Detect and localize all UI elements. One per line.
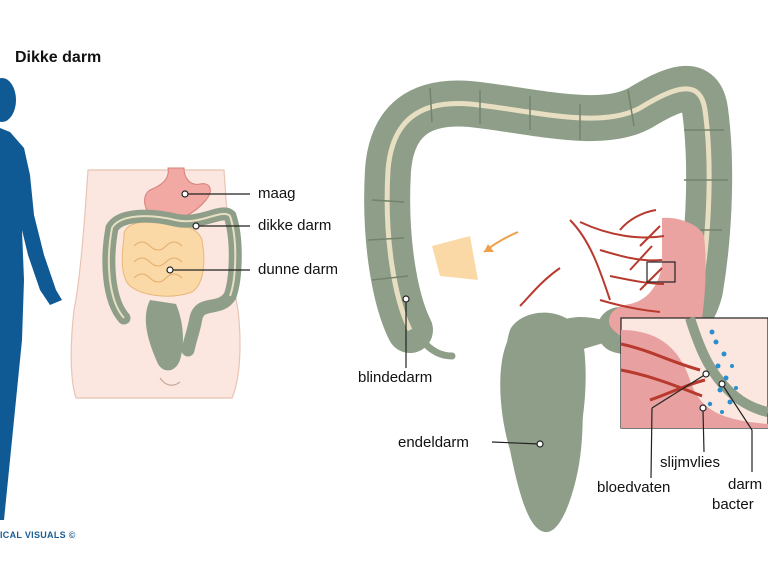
- label-dikke-darm: dikke darm: [258, 217, 332, 234]
- label-maag: maag: [258, 185, 296, 202]
- zoom-marker: [646, 261, 676, 283]
- diagram-title: Dikke darm: [15, 49, 102, 66]
- label-slijmvlies: slijmvlies: [660, 454, 720, 471]
- zoom-inset: [620, 316, 768, 429]
- leader-lines-large: [402, 295, 753, 479]
- rectum-small: [145, 300, 183, 371]
- stomach-shape: [144, 167, 211, 222]
- blood-vessels-network: [519, 209, 665, 313]
- label-bloedvaten: bloedvaten: [597, 479, 671, 496]
- label-darm-bacterien-line1: darm: [728, 476, 763, 493]
- small-intestine-cut: [432, 236, 478, 280]
- label-dunne-darm: dunne darm: [258, 261, 339, 278]
- small-intestine-small: [121, 221, 205, 297]
- leader-lines-small: [166, 190, 250, 274]
- rectum-large: [504, 312, 586, 531]
- human-body-silhouette: [0, 78, 62, 520]
- appendix-large: [418, 336, 456, 360]
- label-darm-bacterien-line2: bacter: [712, 496, 754, 513]
- copyright-credit: ICAL VISUALS ©: [0, 530, 76, 540]
- label-blindedarm: blindedarm: [358, 369, 433, 386]
- label-endeldarm: endeldarm: [398, 434, 469, 451]
